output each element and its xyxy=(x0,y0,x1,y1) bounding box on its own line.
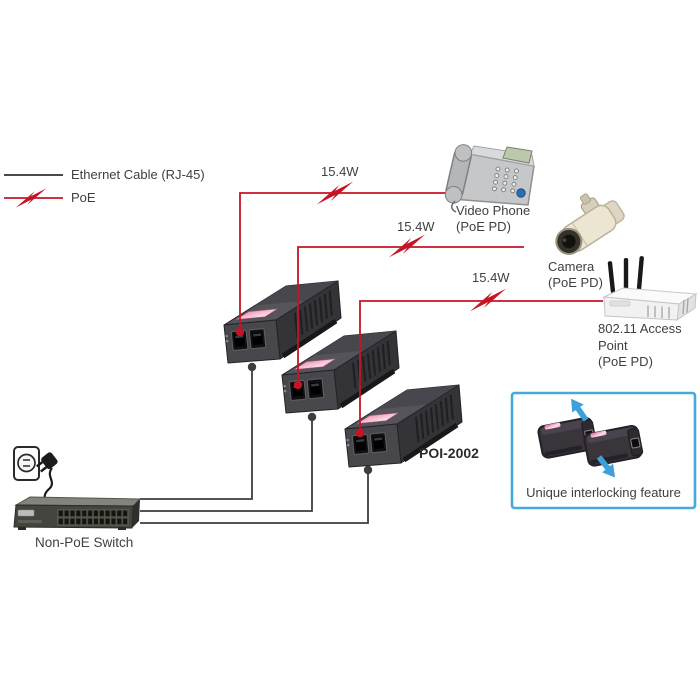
access-point-type: (PoE PD) xyxy=(598,354,653,369)
legend xyxy=(4,174,63,208)
camera-illustration xyxy=(555,193,625,255)
ethernet-cable-1 xyxy=(140,369,253,500)
inset-panel xyxy=(510,391,697,510)
power-outlet-icon xyxy=(13,446,40,481)
antenna-icon xyxy=(607,256,644,294)
power-label-2: 15.4W xyxy=(397,219,435,234)
cable-connector-dot xyxy=(247,362,257,372)
phone-screen xyxy=(502,146,533,164)
video-phone-name: Video Phone xyxy=(456,203,531,218)
ethernet-cable-3 xyxy=(140,471,369,524)
poe-connector-dot xyxy=(355,428,365,438)
legend-poe-label: PoE xyxy=(71,190,96,205)
inset-caption: Unique interlocking feature xyxy=(526,485,681,500)
ethernet-cable-2 xyxy=(140,419,313,512)
camera-name: Camera xyxy=(548,259,595,274)
cable-connector-dot xyxy=(307,412,317,422)
access-point-illustration xyxy=(602,256,698,322)
poe-cable-1 xyxy=(239,192,446,331)
power-label-3: 15.4W xyxy=(472,270,510,285)
poe-cable-2 xyxy=(297,246,524,384)
poe-cables xyxy=(239,192,603,432)
access-point-label: 802.11 Access Point (PoE PD) xyxy=(598,321,700,371)
video-phone-type: (PoE PD) xyxy=(456,218,511,234)
ap-vents xyxy=(647,298,689,319)
phone-handset xyxy=(444,144,473,204)
ethernet-cables xyxy=(140,369,369,524)
switch-ports xyxy=(58,509,128,526)
handset-cord xyxy=(451,200,457,213)
injector-model-label: POI-2002 xyxy=(419,445,479,461)
video-phone-label: Video Phone (PoE PD) xyxy=(456,203,530,234)
phone-keypad xyxy=(491,166,519,194)
poe-connector-dot xyxy=(235,327,245,337)
access-point-name: 802.11 Access Point xyxy=(598,321,682,353)
inset-injector-right xyxy=(583,424,644,467)
phone-blue-key xyxy=(516,188,526,198)
poe-cable-3 xyxy=(359,300,603,432)
non-poe-switch-illustration xyxy=(13,496,142,530)
power-inlet xyxy=(630,437,641,449)
lightning-bolt-icon xyxy=(388,234,426,258)
camera-label: Camera (PoE PD) xyxy=(548,259,603,290)
power-label-1: 15.4W xyxy=(321,164,359,179)
poe-connector-dot xyxy=(293,380,303,390)
cable-connector-dot xyxy=(363,465,373,475)
brand-sticker xyxy=(17,509,35,517)
camera-type: (PoE PD) xyxy=(548,274,603,290)
switch-label: Non-PoE Switch xyxy=(35,535,134,550)
video-phone-illustration xyxy=(444,144,535,213)
legend-ethernet-label: Ethernet Cable (RJ-45) xyxy=(71,167,205,182)
lightning-bolt-icon xyxy=(469,288,507,312)
